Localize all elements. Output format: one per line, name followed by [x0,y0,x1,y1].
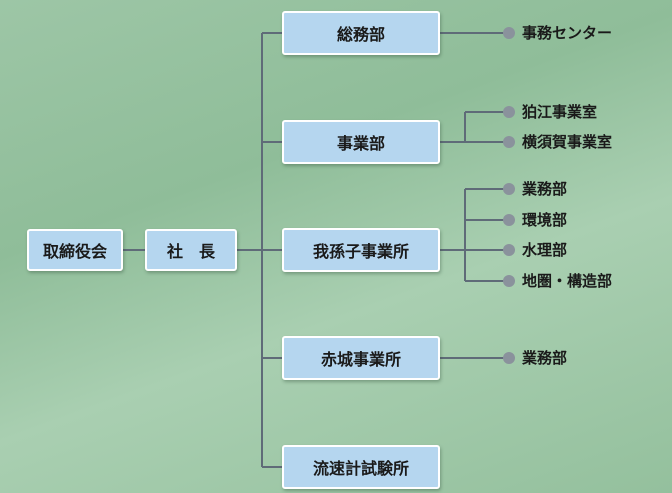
node-business: 事業部 [282,120,440,164]
node-board: 取締役会 [27,229,123,271]
node-akagi: 赤城事業所 [282,336,440,380]
leaf-abiko-1: 業務部 [522,180,568,198]
node-general-affairs-label: 総務部 [336,25,385,44]
bullet-abiko-2 [503,214,515,226]
leaf-abiko-2: 環境部 [522,211,568,229]
node-president-label: 社 長 [166,242,215,261]
node-ryusoku-label: 流速計試験所 [312,459,409,478]
bullet-akagi-1 [503,352,515,364]
node-president: 社 長 [145,229,237,271]
bullet-general-1 [503,27,515,39]
node-business-label: 事業部 [336,134,385,153]
bullet-business-1 [503,106,515,118]
leaf-abiko-4: 地圏・構造部 [522,272,613,290]
bullet-abiko-3 [503,244,515,256]
leaf-akagi-1: 業務部 [522,349,568,367]
node-ryusoku: 流速計試験所 [282,445,440,489]
node-board-label: 取締役会 [42,242,107,261]
node-abiko: 我孫子事業所 [282,228,440,272]
bullet-abiko-4 [503,275,515,287]
node-general-affairs: 総務部 [282,11,440,55]
leaf-general-affairs-1: 事務センター [522,24,613,42]
node-abiko-label: 我孫子事業所 [312,242,409,261]
bullet-business-2 [503,136,515,148]
node-akagi-label: 赤城事業所 [320,350,401,369]
leaf-abiko-3: 水理部 [522,241,568,259]
leaf-business-1: 狛江事業室 [522,103,598,121]
leaf-business-2: 横須賀事業室 [522,133,613,151]
bullet-abiko-1 [503,183,515,195]
